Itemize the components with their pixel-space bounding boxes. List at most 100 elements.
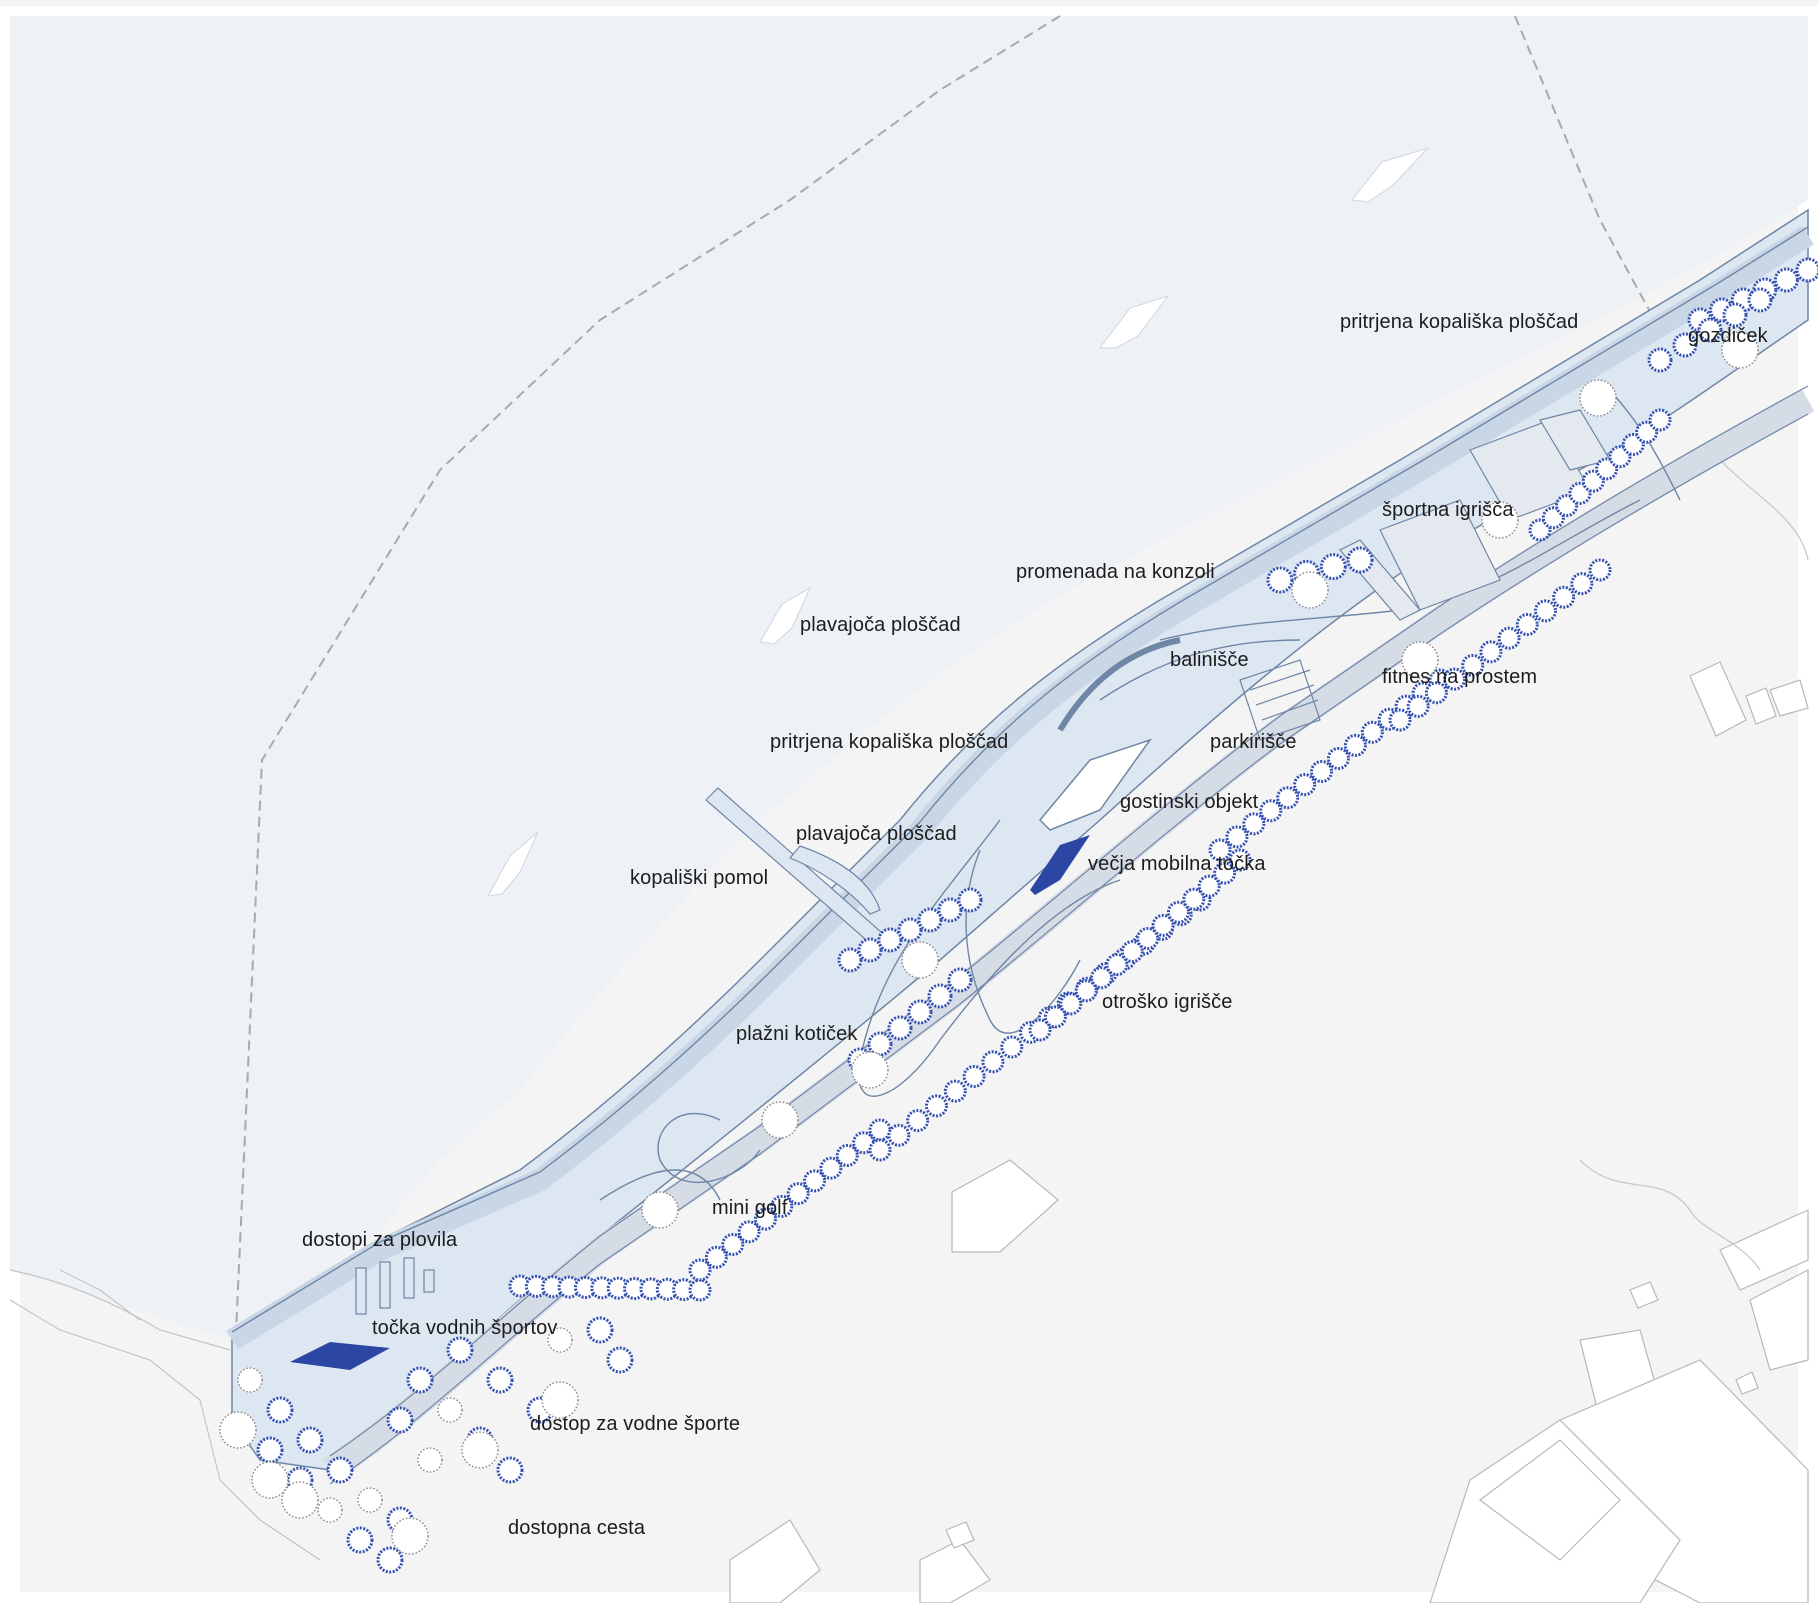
tree-blue-icon — [1595, 457, 1619, 481]
tree-grey-icon — [901, 941, 939, 979]
tree-blue-icon — [981, 1050, 1005, 1074]
boundary-line-east — [1514, 15, 1661, 331]
tree-blue-icon — [1326, 746, 1350, 770]
tree-blue-icon — [606, 1346, 634, 1374]
tree-blue-icon — [897, 917, 923, 943]
tree-blue-icon — [1225, 825, 1249, 849]
tree-blue-icon — [868, 1118, 892, 1142]
tree-blue-icon — [406, 1366, 434, 1394]
tree-grey-icon — [761, 1101, 799, 1139]
tree-grey-icon — [317, 1497, 343, 1523]
tree-blue-icon — [1552, 585, 1576, 609]
floating-platform — [1099, 295, 1170, 349]
tree-blue-icon — [1293, 773, 1317, 797]
access-road-edge — [329, 413, 1809, 1485]
tree-blue-icon — [1028, 1018, 1052, 1042]
tree-blue-icon — [1541, 506, 1565, 530]
tree-grey-icon — [251, 1461, 289, 1499]
label-otrosko-igrisce: otroško igrišče — [1102, 991, 1233, 1013]
cantilever-promenade — [1057, 637, 1181, 732]
tree-blue-icon — [857, 937, 883, 963]
pier-floating-platform — [789, 845, 881, 915]
label-plazni-koticek: plažni kotiček — [736, 1023, 858, 1045]
tree-blue-icon — [1319, 553, 1347, 581]
tree-blue-icon — [1136, 926, 1160, 950]
tree-blue-icon — [947, 967, 973, 993]
tree-grey-icon — [437, 1397, 463, 1423]
tree-blue-icon — [1533, 599, 1557, 623]
tree-blue-icon — [1608, 445, 1632, 469]
tree-grey-icon — [461, 1431, 499, 1469]
tree-blue-icon — [1568, 481, 1592, 505]
floating-platform — [759, 586, 812, 645]
tree-blue-icon — [1266, 566, 1294, 594]
tree-blue-icon — [1197, 874, 1221, 898]
tree-blue-icon — [1059, 992, 1083, 1016]
tree-grey-icon — [541, 1381, 579, 1419]
tree-grey-icon — [357, 1487, 383, 1513]
label-plavajoca-ploscad-north: plavajoča ploščad — [800, 614, 961, 636]
tree-blue-icon — [1555, 494, 1579, 518]
tree-blue-icon — [1228, 848, 1252, 872]
tree-blue-icon — [1120, 940, 1144, 964]
tree-blue-icon — [586, 1316, 614, 1344]
existing-buildings — [729, 661, 1809, 1603]
tree-blue-icon — [446, 1336, 474, 1364]
sports-courts — [1339, 409, 1611, 621]
label-pritrjena-kopaliska-ploscad-north: pritrjena kopališka ploščad — [1340, 311, 1579, 333]
tree-blue-icon — [1528, 518, 1552, 542]
tree-blue-icon — [1497, 626, 1521, 650]
tree-blue-icon — [803, 1169, 827, 1193]
tree-blue-icon — [819, 1156, 843, 1180]
tree-blue-icon — [1424, 681, 1448, 705]
tree-blue-icon — [837, 947, 863, 973]
tree-blue-icon — [1461, 653, 1485, 677]
tree-canopy-group — [219, 257, 1818, 1574]
tree-grey-icon — [1721, 331, 1759, 369]
tree-blue-icon — [326, 1456, 354, 1484]
tree-blue-icon — [1360, 720, 1384, 744]
tree-grey-icon — [237, 1367, 263, 1393]
floating-platform — [487, 831, 539, 897]
tree-blue-icon — [957, 887, 983, 913]
tree-blue-icon — [1213, 861, 1237, 885]
boundary-line-west — [231, 15, 1061, 1421]
parking-area — [1239, 659, 1321, 741]
tree-blue-icon — [704, 1245, 728, 1269]
tree-blue-icon — [486, 1366, 514, 1394]
tree-blue-icon — [877, 927, 903, 953]
tree-blue-icon — [1647, 347, 1673, 373]
tree-blue-icon — [737, 1220, 761, 1244]
label-pritrjena-kopaliska-ploscad-mid: pritrjena kopališka ploščad — [770, 731, 1009, 753]
tree-blue-icon — [376, 1546, 404, 1574]
tree-blue-icon — [1105, 953, 1129, 977]
tree-grey-icon — [281, 1481, 319, 1519]
tree-blue-icon — [1182, 887, 1206, 911]
label-parkirisce: parkirišče — [1210, 731, 1297, 753]
tree-blue-icon — [1795, 257, 1818, 283]
tree-blue-icon — [1388, 708, 1412, 732]
tree-blue-icon — [1151, 913, 1175, 937]
tree-blue-icon — [1581, 469, 1605, 493]
tree-blue-icon — [1722, 302, 1748, 328]
tree-blue-icon — [1343, 733, 1367, 757]
label-promenada-na-konzoli: promenada na konzoli — [1016, 561, 1215, 583]
tree-blue-icon — [1346, 546, 1374, 574]
tree-blue-icon — [1259, 799, 1283, 823]
tree-blue-icon — [688, 1258, 712, 1282]
tree-blue-icon — [1773, 267, 1799, 293]
label-mini-golf: mini golf — [712, 1197, 788, 1219]
label-fitnes-na-prostem: fitnes na prostem — [1382, 666, 1538, 688]
tree-blue-icon — [867, 1031, 893, 1057]
tree-blue-icon — [1747, 287, 1773, 313]
mobile-point — [1030, 835, 1090, 895]
tree-grey-icon — [851, 1051, 889, 1089]
tree-blue-icon — [943, 1079, 967, 1103]
tree-blue-icon — [386, 1406, 414, 1434]
tree-blue-icon — [1090, 966, 1114, 990]
tree-blue-icon — [924, 1094, 948, 1118]
promenade-band — [226, 225, 1814, 1350]
label-gozdicek: gozdiček — [1688, 325, 1768, 347]
tree-blue-icon — [1000, 1035, 1024, 1059]
